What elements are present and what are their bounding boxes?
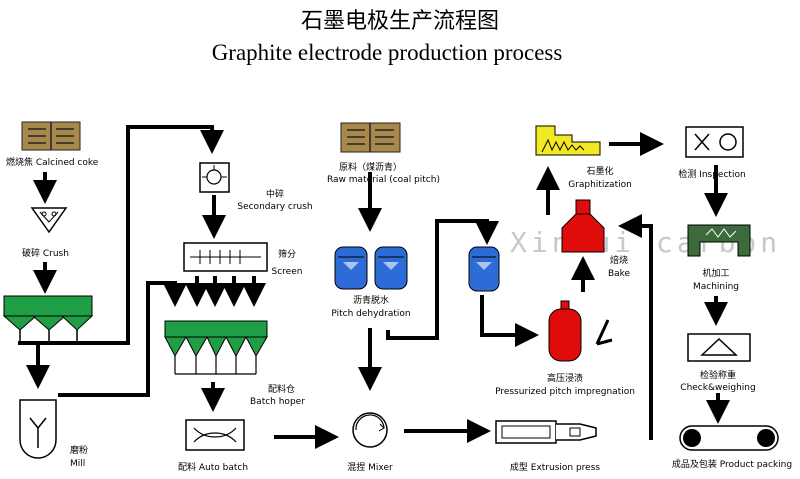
crusher-icon — [30, 207, 68, 234]
label-check-weighing-en: Check&weighing — [680, 383, 755, 393]
label-product-packing: 成品及包装 Product packing — [672, 458, 792, 470]
label-extrusion-press: 成型 Extrusion press — [510, 461, 601, 473]
label-machining-zh: 机加工 — [702, 267, 729, 279]
inspection-icon — [685, 126, 744, 158]
label-auto-batch: 配料 Auto batch — [178, 461, 248, 473]
line-mill-to-hopper — [58, 281, 187, 397]
label-secondary-crush-zh: 中碎 — [266, 188, 284, 200]
flow-connectors — [18, 125, 730, 449]
label-raw-material-en: Raw material (coal pitch) — [327, 175, 440, 185]
label-mixer: 混捏 Mixer — [347, 461, 393, 473]
screen-icon — [183, 242, 268, 272]
bake-furnace-icon — [561, 199, 605, 253]
line-extrusion-to-bake — [618, 214, 653, 440]
label-crush: 破碎 Crush — [22, 247, 69, 259]
title-en: Graphite electrode production process — [212, 40, 563, 65]
impregnation-vessel-icon — [548, 300, 582, 362]
title-zh: 石墨电极生产流程图 — [301, 9, 499, 34]
pitch-tank-icon — [468, 246, 500, 292]
label-impregnation-zh: 高压浸渍 — [547, 372, 583, 384]
line-pitch-to-impregnation-tank — [386, 219, 499, 340]
label-screen-en: Screen — [272, 267, 303, 277]
label-pitch-dehydration-en: Pitch dehydration — [331, 309, 410, 319]
mixer-icon — [352, 412, 388, 448]
arrow-tank-to-impregnation — [480, 295, 539, 347]
label-batch-hoper-en: Batch hoper — [250, 397, 305, 407]
batch-hopper-icon — [164, 320, 268, 375]
label-secondary-crush-en: Secondary crush — [237, 202, 312, 212]
label-batch-hoper-zh: 配料仓 — [268, 383, 295, 395]
machining-icon — [687, 224, 751, 257]
label-bake-zh: 焙烧 — [610, 254, 628, 266]
label-check-weighing-zh: 检验称重 — [700, 369, 736, 381]
label-graphitization-zh: 石墨化 — [586, 165, 613, 177]
label-impregnation-en: Pressurized pitch impregnation — [495, 387, 635, 397]
silo-icon — [2, 295, 94, 343]
label-calcined-coke: 燃烧焦 Calcined coke — [6, 156, 99, 168]
label-inspection: 检测 Inspection — [678, 168, 745, 180]
label-graphitization-en: Graphitization — [568, 180, 632, 190]
label-mill-en: Mill — [70, 459, 85, 469]
mill-icon — [19, 399, 57, 459]
calcined-coke-box-icon — [21, 121, 81, 151]
label-pitch-dehydration-zh: 沥青脱水 — [353, 294, 389, 306]
label-bake-en: Bake — [608, 269, 631, 279]
line-silos-to-secondary-crush — [18, 125, 224, 345]
label-mill-zh: 磨粉 — [70, 444, 88, 456]
secondary-crusher-icon — [199, 162, 230, 193]
conveyor-icon — [679, 425, 779, 451]
auto-batch-icon — [185, 419, 245, 451]
label-raw-material-zh: 原料（煤沥青） — [339, 161, 402, 173]
raw-material-box-icon — [340, 122, 401, 153]
extrusion-press-icon — [495, 420, 597, 444]
graphitization-furnace-icon — [535, 125, 601, 156]
pitch-tank-icon — [334, 246, 408, 290]
label-machining-en: Machining — [693, 282, 739, 292]
label-screen-zh: 筛分 — [278, 248, 296, 260]
weighing-icon — [687, 333, 751, 362]
